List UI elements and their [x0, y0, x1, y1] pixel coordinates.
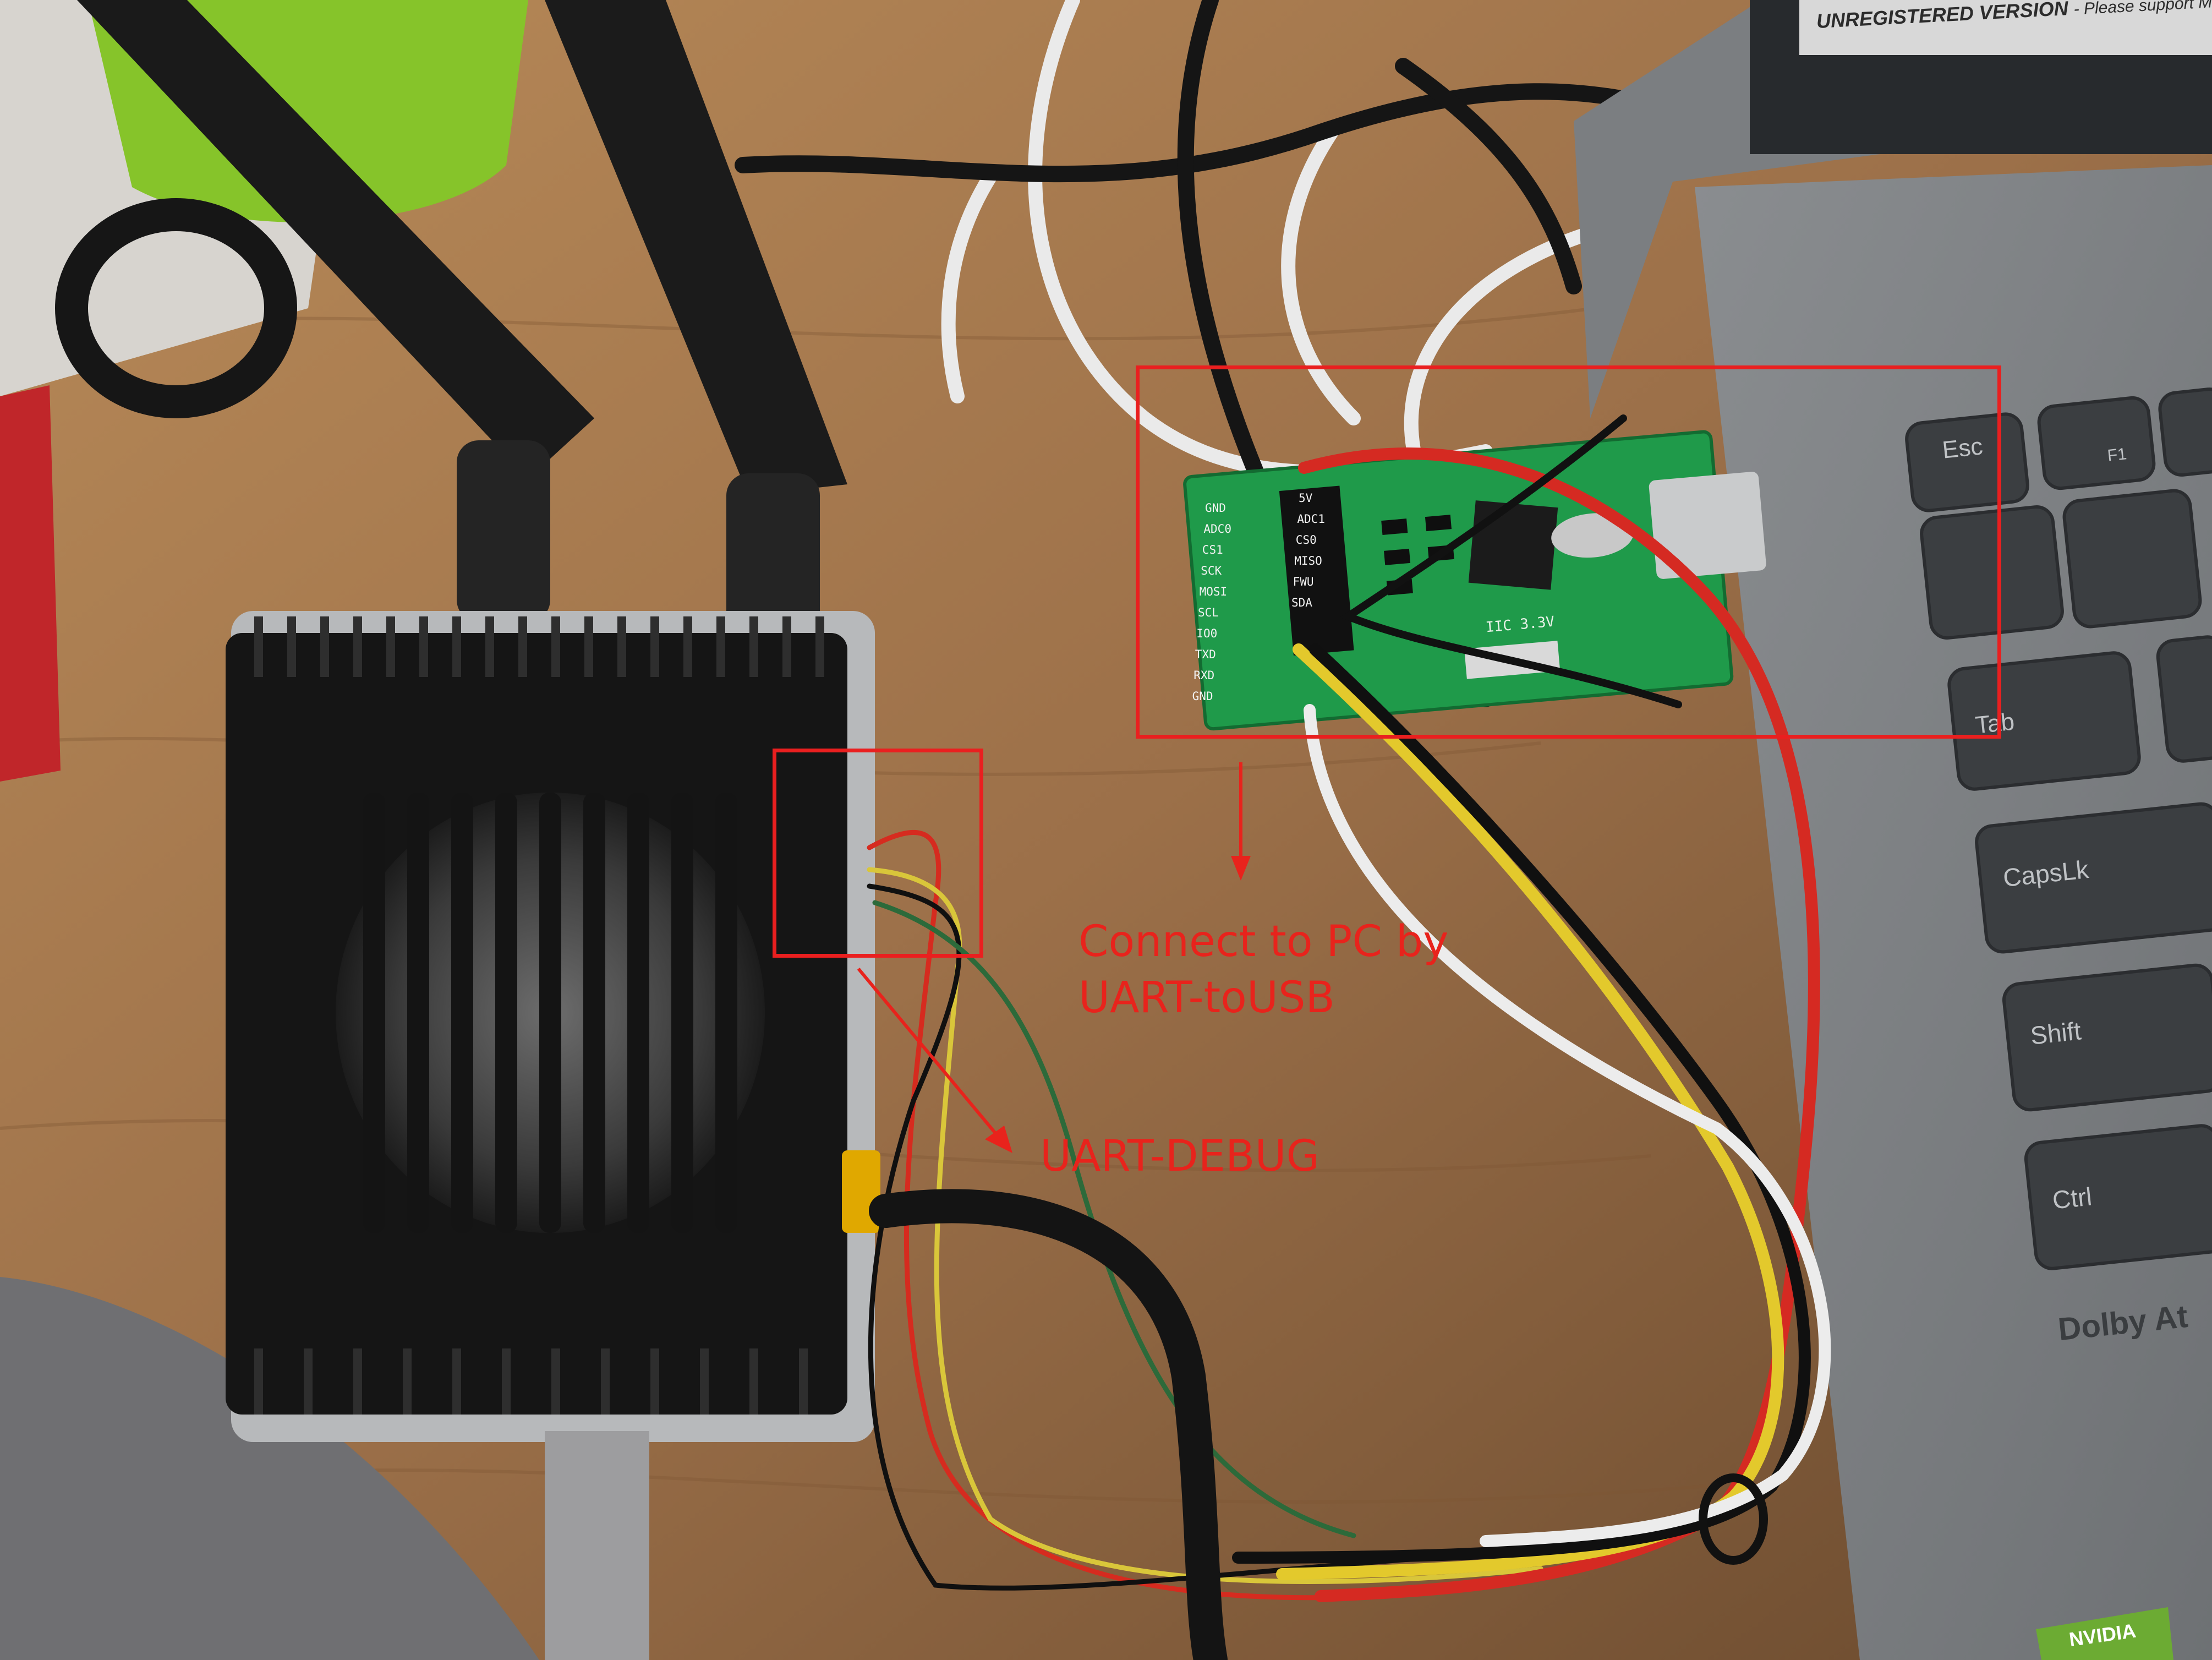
board-pin-left-5: SCL — [1198, 606, 1219, 619]
connect-label-line2: UART-toUSB — [1078, 973, 1335, 1023]
board-pin-right-2: CS0 — [1296, 533, 1317, 547]
board-pin-left-9: GND — [1192, 690, 1213, 703]
antenna-left — [77, 0, 594, 479]
uart-debug-highlight-box — [773, 749, 983, 958]
board-pin-left-3: SCK — [1201, 564, 1222, 577]
key-ctrl-label: Ctrl — [2051, 1182, 2094, 1215]
board-pin-left-8: RXD — [1193, 669, 1214, 682]
nvidia-sticker — [2036, 1607, 2173, 1660]
annotation-arrows — [857, 762, 1251, 1153]
antenna-right — [545, 0, 847, 495]
uart-debug-label: UART-DEBUG — [1040, 1132, 1319, 1181]
wire-loop — [1699, 1473, 1768, 1565]
connect-to-pc-label: Connect to PC by UART-toUSB — [1078, 914, 1448, 1026]
board-pin-left-1: ADC0 — [1203, 522, 1231, 536]
connect-label-line1: Connect to PC by — [1078, 917, 1449, 966]
board-pin-left-4: MOSI — [1200, 585, 1228, 598]
screen-banner-tail: - Please support Mo — [2073, 0, 2212, 19]
screen-banner — [1799, 0, 2212, 55]
board-pin-left-7: TXD — [1195, 648, 1216, 661]
router-heatsink-fins — [254, 616, 824, 1415]
grey-cloth — [0, 1277, 539, 1660]
board-wires — [1232, 414, 1831, 1602]
black-usb-cable — [869, 1189, 1228, 1660]
board-pin-right-3: MISO — [1294, 554, 1322, 567]
red-object — [0, 385, 61, 782]
antenna-connector-left — [457, 440, 550, 622]
board-pin-right-0: 5V — [1299, 492, 1313, 505]
router-fan-grille — [363, 793, 737, 1233]
board-pin-left-0: GND — [1205, 501, 1226, 515]
board-pin-left-2: CS1 — [1202, 543, 1223, 556]
router-usb-stick — [545, 1431, 649, 1660]
board-pin-left-6: IO0 — [1196, 627, 1217, 640]
board-pin-right-5: SDA — [1291, 596, 1312, 609]
board-pin-right-1: ADC1 — [1297, 512, 1325, 526]
key-f1-label: F1 — [2106, 445, 2128, 465]
antenna-connector-right — [726, 473, 820, 644]
key-shift-label: Shift — [2029, 1016, 2083, 1050]
uart-to-usb-highlight-box — [1136, 365, 2001, 739]
keyboard-keys — [1905, 387, 2212, 1270]
board-pin-right-4: FWU — [1293, 575, 1314, 588]
mug-handle — [55, 198, 297, 418]
